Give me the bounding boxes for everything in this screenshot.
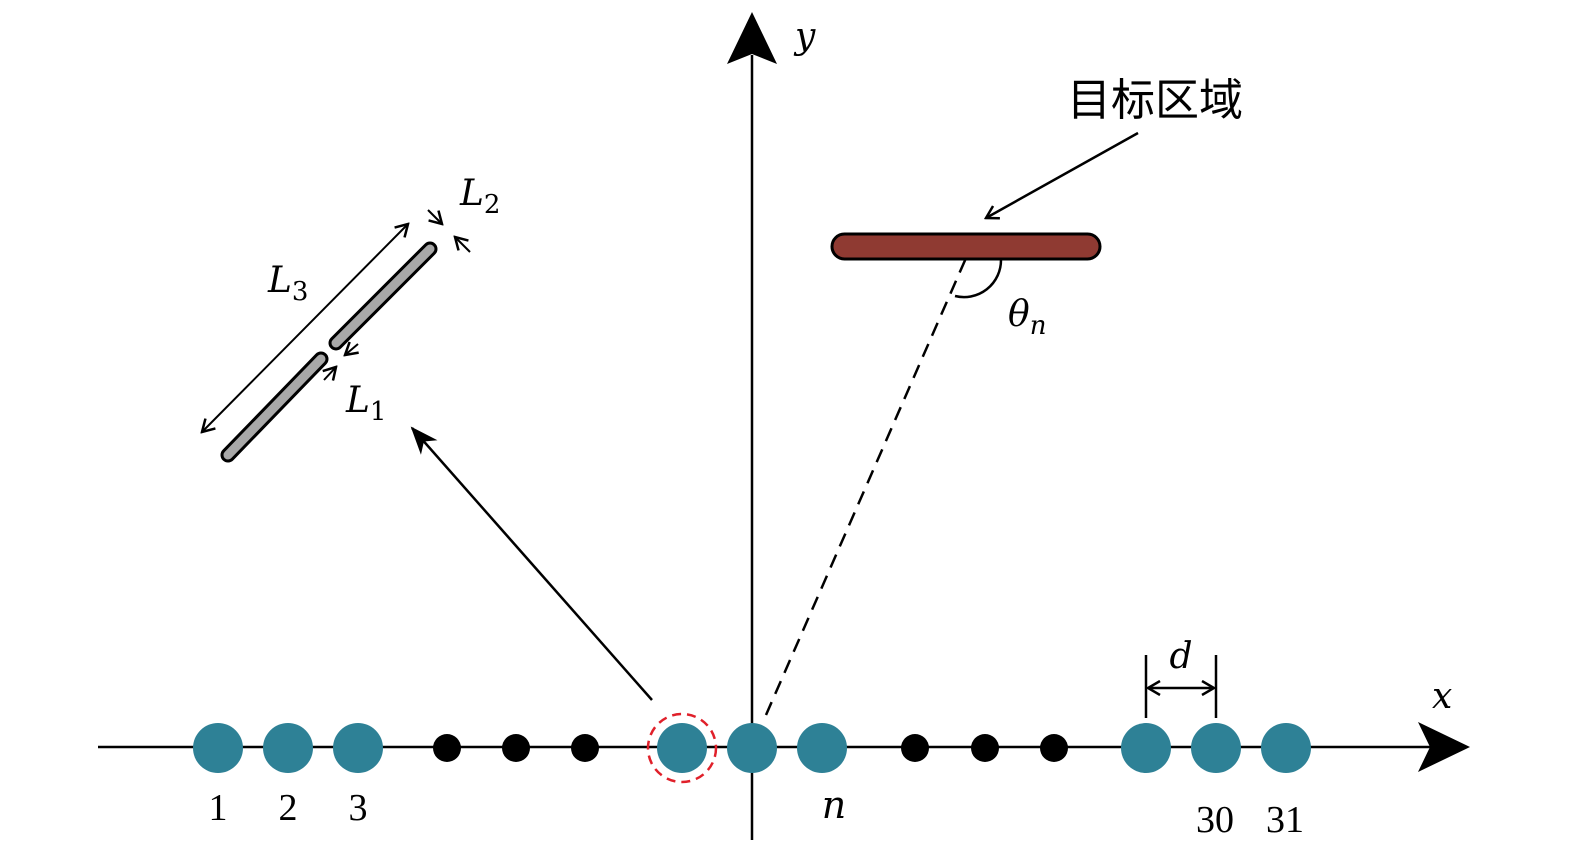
L2-arrow-a	[427, 209, 442, 224]
element-label-3: 3	[349, 787, 368, 829]
array-elements	[193, 723, 1311, 773]
ellipsis-dot	[901, 734, 929, 762]
array-element	[263, 723, 313, 773]
L3-label: L3	[267, 260, 308, 307]
element-label-n: n	[822, 783, 846, 827]
L1-arrow-a	[345, 344, 358, 355]
zoom-pointer-arrow	[410, 426, 653, 701]
spacing-dimension	[1144, 655, 1218, 718]
L2-arrow-b	[455, 237, 471, 253]
angle-label: θn	[1008, 294, 1046, 341]
y-axis-arrow-icon	[727, 12, 777, 64]
L1-arrow-b	[324, 367, 336, 380]
y-axis-label: y	[793, 16, 816, 57]
array-element	[193, 723, 243, 773]
ellipsis-dot	[502, 734, 530, 762]
x-axis-arrow-icon	[1418, 722, 1470, 772]
x-axis-label: x	[1432, 676, 1452, 717]
array-element	[727, 723, 777, 773]
target-pointer-arrow	[986, 131, 1139, 218]
L3-dimension	[202, 224, 408, 432]
angle-arc	[954, 259, 1003, 299]
L1-label: L1	[345, 380, 386, 427]
element-label-31: 31	[1266, 799, 1304, 841]
array-element	[1121, 723, 1171, 773]
element-label-1: 1	[209, 787, 228, 829]
array-element	[1261, 723, 1311, 773]
ellipsis-dot	[571, 734, 599, 762]
element-label-2: 2	[279, 787, 298, 829]
L2-label: L2	[459, 173, 500, 220]
element-label-30: 30	[1196, 799, 1234, 841]
array-element	[1191, 723, 1241, 773]
target-region-label: 目标区域	[1067, 75, 1243, 126]
target-region-bar	[830, 232, 1102, 261]
ellipsis-dot	[971, 734, 999, 762]
array-element	[333, 723, 383, 773]
highlight-circle	[646, 712, 718, 784]
ellipsis-dot	[433, 734, 461, 762]
spacing-label: d	[1169, 636, 1192, 677]
y-axis	[727, 12, 777, 840]
ellipsis-dot	[1040, 734, 1068, 762]
dipole-antenna	[220, 241, 438, 463]
direction-line	[764, 257, 968, 716]
array-element	[797, 723, 847, 773]
array-element	[657, 723, 707, 773]
